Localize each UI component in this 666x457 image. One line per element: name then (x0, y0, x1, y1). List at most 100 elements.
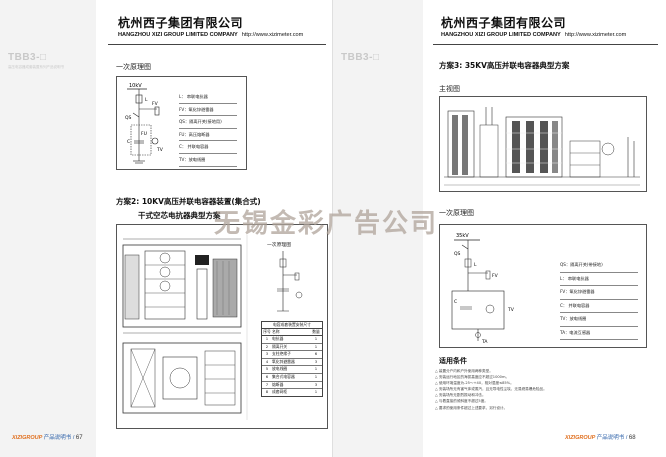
left-company-name: 杭州西子集团有限公司 (118, 16, 244, 30)
scheme2-title: 方案2: 10KV高压并联电容器装置(集合式) (116, 197, 261, 206)
left-page-number: 67 (75, 435, 83, 441)
condition-item: △ 使用环境温度为-25～+40，相对湿度≤85%。 (435, 381, 514, 386)
mini-table-cell: 1 (265, 336, 269, 341)
right-sidebar: TBB3-□ (333, 0, 423, 457)
mini-table-cell: 集合式电容器 (272, 373, 295, 379)
mini-table-cell: 8 (265, 389, 269, 395)
legend1-item: QS：隔离开关(接地用) (179, 116, 237, 129)
mini-table-cell: 3 (265, 351, 269, 357)
mini-table-cell: 1 (314, 336, 318, 341)
scheme2-subtitle: 干式空芯电抗器典型方案 (138, 211, 221, 220)
mini-table-cell: 隔离开关 (272, 343, 288, 349)
mini-table-cell: 6 (314, 351, 318, 357)
left-header-rule (108, 44, 326, 45)
mini-table-cell: 放电线圈 (272, 366, 288, 372)
main-view-drawing (444, 107, 640, 186)
mini-table-cell: 氧化锌避雷器 (272, 358, 295, 364)
left-schematic-diagram: 10kV L FV QS FU C TV (125, 83, 164, 164)
left-schematic-box: 10kV L FV QS FU C TV L (116, 76, 247, 170)
mini-table-header-cell: 名称 (272, 329, 280, 334)
legend3-item: FV：氧化锌避雷器 (560, 286, 638, 300)
left-voltage-label: 10kV (129, 83, 142, 89)
right-page-number: 68 (628, 435, 636, 441)
mini-table-title: 电容成套装置安装尺寸 (262, 322, 322, 329)
right-legend: QS：隔离开关(带接地) L： 串联电抗器 FV：氧化锌避雷器 C： 并联电容器… (560, 259, 638, 340)
diagram3-label-tv: TV (507, 307, 515, 313)
diagram1-label-fu: FU (141, 131, 147, 137)
diagram1-label-fv: FV (152, 101, 159, 107)
mini-table-cell: 3 (314, 381, 318, 387)
condition-item: △ 安装运行地区的海拔高度应不超过1000m。 (435, 375, 510, 380)
diagram3-label-c: C (454, 299, 457, 305)
right-footer: XIZIGROUP 产品说明书 / 68 (565, 435, 636, 441)
right-header-rule (433, 44, 658, 45)
mini-table-cell: 1 (314, 389, 318, 395)
mini-table-cell: 7 (265, 381, 269, 387)
main-view-title: 主视图 (439, 85, 460, 93)
mini-schematic (277, 251, 303, 312)
legend3-item: TV：放电线圈 (560, 313, 638, 327)
legend1-item: C： 并联电容器 (179, 141, 237, 154)
mini-table-cell: 成套网柜 (272, 389, 288, 395)
left-series-subtitle: 高压电容器成套装置系列产品说明书 (8, 65, 64, 69)
right-company-name: 杭州西子集团有限公司 (441, 16, 567, 30)
right-voltage-label: 35kV (456, 233, 469, 239)
diagram1-label-tv: TV (156, 147, 164, 153)
mini-table-cell: 熔断器 (272, 381, 284, 387)
mini-table-cell: 2 (265, 343, 269, 349)
left-page: TBB3-□ 高压电容器成套装置系列产品说明书 杭州西子集团有限公司 HANGZ… (0, 0, 328, 457)
diagram3-label-ta: TA (481, 339, 488, 345)
diagram3-label-fv: FV (492, 273, 499, 279)
mini-table-cell: 电抗器 (272, 336, 284, 341)
left-series-code: TBB3-□ (8, 52, 47, 63)
left-footer: XIZIGROUP 产品说明书 / 67 (12, 435, 83, 441)
right-schematic-box: 35kV QS L FV C TV TA Q (439, 224, 647, 348)
left-url: http://www.xizimeter.com (241, 32, 304, 38)
diagram1-label-qs: QS (125, 115, 132, 121)
diagram3-label-qs: QS (454, 251, 461, 257)
mini-table-cell: 5 (265, 366, 269, 372)
scheme3-title: 方案3: 35KV高压并联电容器典型方案 (439, 61, 570, 70)
legend1-item: L： 串联电抗器 (179, 91, 237, 104)
legend3-item: C： 并联电容器 (560, 300, 638, 313)
left-legend: L： 串联电抗器 FV：氧化锌避雷器 QS：隔离开关(接地用) FU：高压熔断器… (179, 91, 237, 167)
condition-item: △ 安装场所无有害气体或蒸汽，且无导电性尘埃、无易燃易爆危险品。 (435, 387, 547, 392)
right-url: http://www.xizimeter.com (564, 32, 627, 38)
legend1-item: FV：氧化锌避雷器 (179, 104, 237, 117)
diagram1-label-l: L (145, 97, 148, 103)
mini-table-header-cell: 数量 (312, 329, 320, 334)
mini-table-cell: 3 (314, 358, 318, 364)
mini-diagram-title: 一次原理图 (267, 243, 291, 248)
legend1-item: TV：放电线圈 (179, 154, 237, 167)
legend3-item: L： 串联电抗器 (560, 273, 638, 286)
legend1-item: FU：高压熔断器 (179, 129, 237, 142)
mini-table-header: 序号 名称 数量 (262, 329, 322, 336)
left-section-title: 一次原理图 (116, 63, 151, 71)
diagram1-label-c: C (127, 139, 130, 145)
mini-table-cell: 6 (265, 373, 269, 379)
right-schematic-diagram: 35kV QS L FV C TV TA (451, 233, 515, 345)
legend3-item: QS：隔离开关(带接地) (560, 259, 638, 273)
main-view-box (439, 96, 647, 192)
mini-table-cell: 1 (314, 366, 318, 372)
condition-item: △ 装置分户内和户外使用两种类型。 (435, 369, 493, 373)
watermark-text: 无锡金彩广告公司 (214, 209, 439, 239)
mini-table-header-cell: 序号 (263, 329, 271, 334)
condition-item: △ 安装场所无剧烈振动和冲击。 (435, 393, 486, 398)
conditions-list: △ 装置分户内和户外使用两种类型。 △ 安装运行地区的海拔高度应不超过1000m… (435, 368, 625, 411)
conditions-title: 适用条件 (439, 357, 467, 365)
